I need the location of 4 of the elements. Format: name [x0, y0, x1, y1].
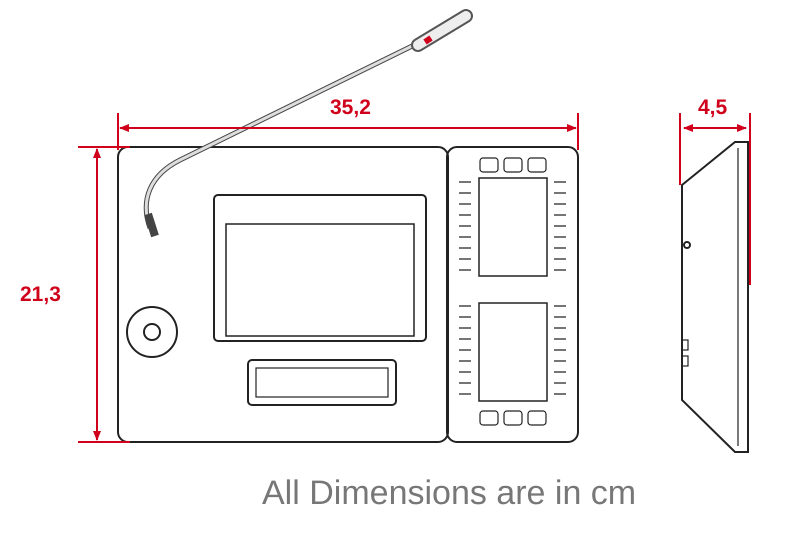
dimension-label: 35,2 — [330, 96, 371, 120]
caption-text: All Dimensions are in cm — [262, 474, 636, 513]
dimension-label: 21,3 — [20, 283, 61, 307]
dimension-label: 4,5 — [698, 96, 728, 120]
